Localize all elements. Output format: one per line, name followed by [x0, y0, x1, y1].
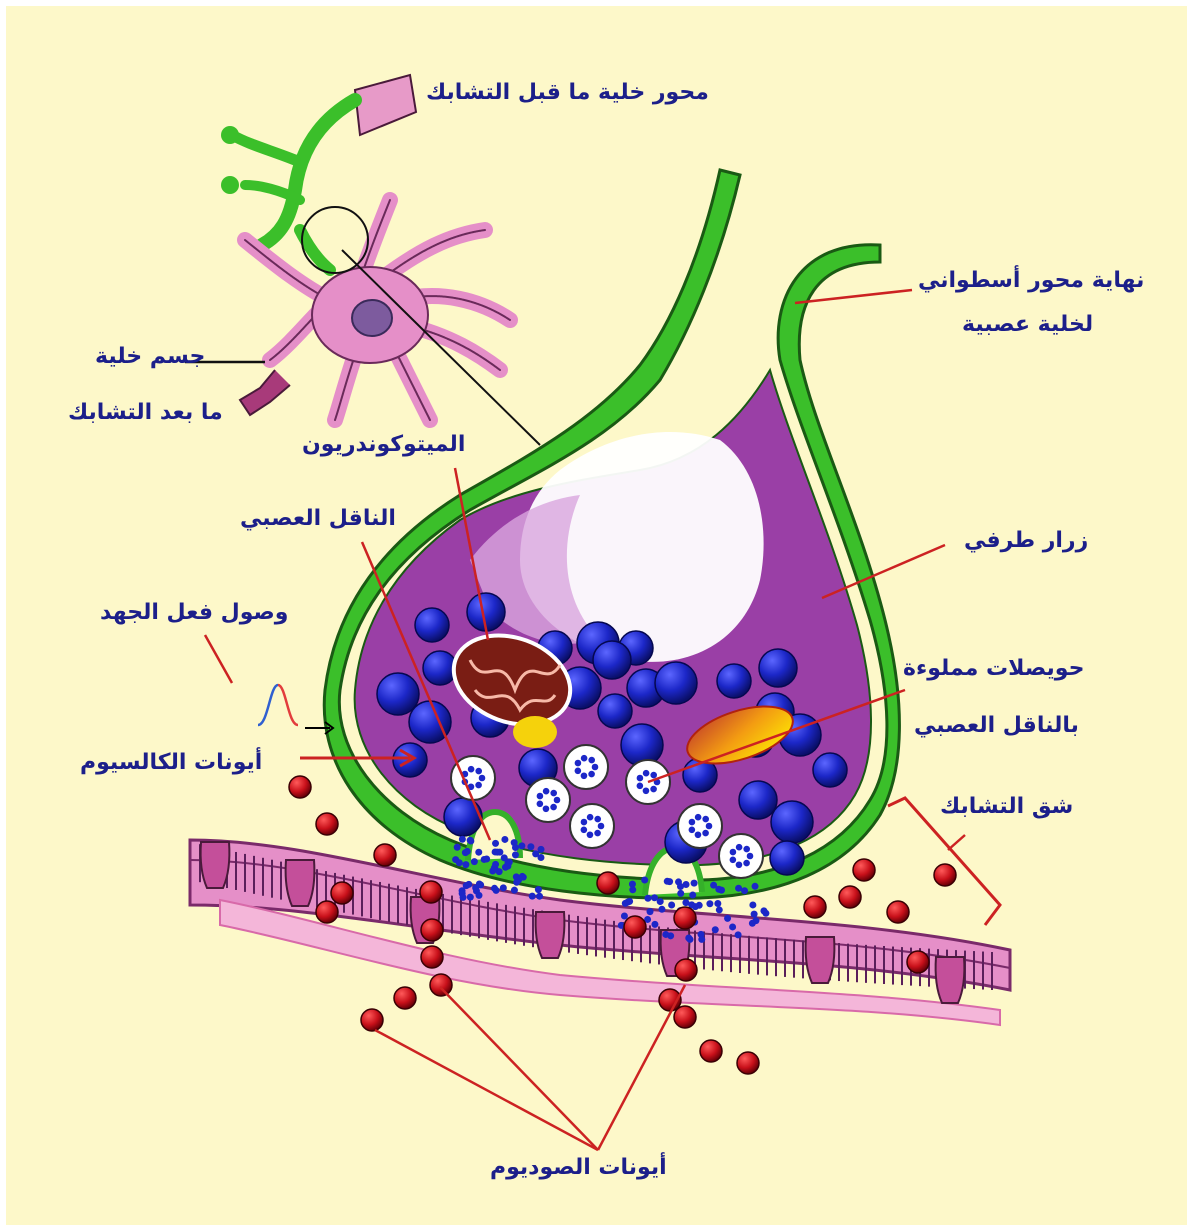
- sodium-ion: [597, 872, 619, 894]
- vesicle: [739, 781, 777, 819]
- label-terminal-button: زرار طرفي: [964, 528, 1088, 553]
- label-postsynaptic-body-line2: ما بعد التشابك: [68, 400, 223, 425]
- vesicle: [621, 724, 663, 766]
- vesicle: [717, 664, 751, 698]
- label-vesicles-line1: حويصلات مملوءة: [903, 656, 1084, 681]
- label-synaptic-cleft: شق التشابك: [940, 794, 1073, 819]
- sodium-ion: [853, 859, 875, 881]
- filled-vesicle: [678, 804, 722, 848]
- sodium-ion: [675, 959, 697, 981]
- filled-vesicle: [719, 834, 763, 878]
- filled-vesicle: [526, 778, 570, 822]
- label-axon-terminal-line1: نهاية محور أسطواني: [918, 268, 1144, 293]
- sodium-ion: [421, 919, 443, 941]
- vesicle: [377, 673, 419, 715]
- receptor-channel: [286, 860, 315, 906]
- label-action-potential-arrival: وصول فعل الجهد: [100, 600, 288, 625]
- sodium-ion: [316, 813, 338, 835]
- receptor-channel: [201, 842, 230, 888]
- vesicle: [593, 641, 631, 679]
- sodium-ion: [394, 987, 416, 1009]
- sodium-ion: [374, 844, 396, 866]
- sodium-ion: [331, 882, 353, 904]
- label-calcium-ions: أيونات الكالسيوم: [80, 750, 262, 775]
- sodium-ion: [430, 974, 452, 996]
- vesicle: [444, 798, 482, 836]
- action-potential-wave-icon: [258, 685, 333, 734]
- label-sodium-ions: أيونات الصوديوم: [490, 1155, 667, 1180]
- receptor-channel: [806, 937, 835, 983]
- sodium-ion: [804, 896, 826, 918]
- postsynaptic-membrane: [190, 840, 1010, 1025]
- vesicle: [415, 608, 449, 642]
- sodium-ion: [887, 901, 909, 923]
- sodium-ion: [361, 1009, 383, 1031]
- sodium-ion: [674, 907, 696, 929]
- receptor-channel: [536, 912, 565, 958]
- sodium-ion: [934, 864, 956, 886]
- label-mitochondrion: الميتوكوندريون: [302, 432, 465, 457]
- vesicle: [770, 841, 804, 875]
- sodium-ion: [316, 901, 338, 923]
- receptor-channel: [936, 957, 965, 1003]
- sodium-ion: [700, 1040, 722, 1062]
- label-axon-terminal-line2: لخلية عصبية: [962, 312, 1093, 337]
- sodium-ion: [624, 916, 646, 938]
- sodium-ion: [289, 776, 311, 798]
- label-vesicles-line2: بالناقل العصبي: [914, 713, 1079, 738]
- vesicle: [759, 649, 797, 687]
- label-neurotransmitter: الناقل العصبي: [240, 506, 396, 531]
- label-postsynaptic-body-line1: جسم خلية: [95, 344, 205, 369]
- sodium-ion: [737, 1052, 759, 1074]
- label-presynaptic-axon: محور خلية ما قبل التشابك: [426, 80, 709, 105]
- vesicle: [813, 753, 847, 787]
- filled-vesicle: [564, 745, 608, 789]
- vesicle: [655, 662, 697, 704]
- vesicle: [771, 801, 813, 843]
- sodium-ion: [907, 951, 929, 973]
- sodium-ion: [420, 881, 442, 903]
- vesicle: [598, 694, 632, 728]
- filled-vesicle: [570, 804, 614, 848]
- axon-terminal: [324, 170, 899, 898]
- sodium-ion: [674, 1006, 696, 1028]
- postsynaptic-neuron-inset: [221, 75, 540, 445]
- sodium-ion: [421, 946, 443, 968]
- sodium-ion: [839, 886, 861, 908]
